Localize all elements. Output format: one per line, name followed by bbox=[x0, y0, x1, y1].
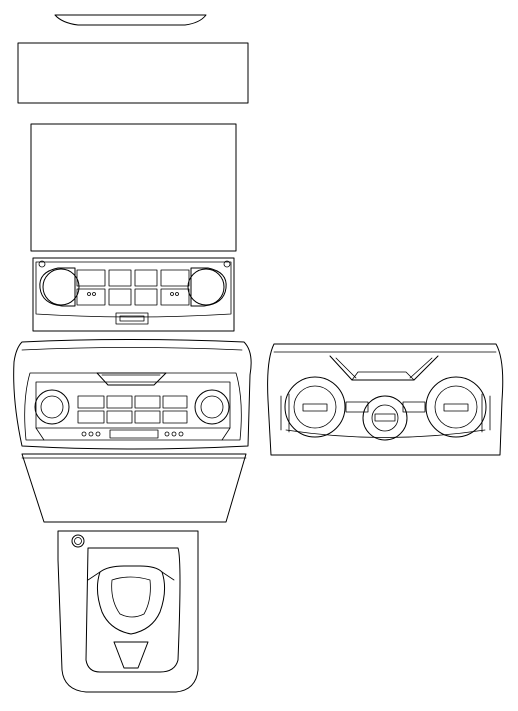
climate-panel-alt-variant bbox=[267, 343, 504, 456]
center-screen bbox=[30, 123, 237, 252]
top-trim-strip bbox=[54, 14, 207, 26]
gear-shifter-tray bbox=[57, 530, 199, 693]
lower-trim-panel bbox=[21, 453, 247, 523]
display-bezel bbox=[17, 42, 249, 104]
climate-control-panel bbox=[32, 257, 235, 332]
center-console-front bbox=[13, 339, 252, 450]
